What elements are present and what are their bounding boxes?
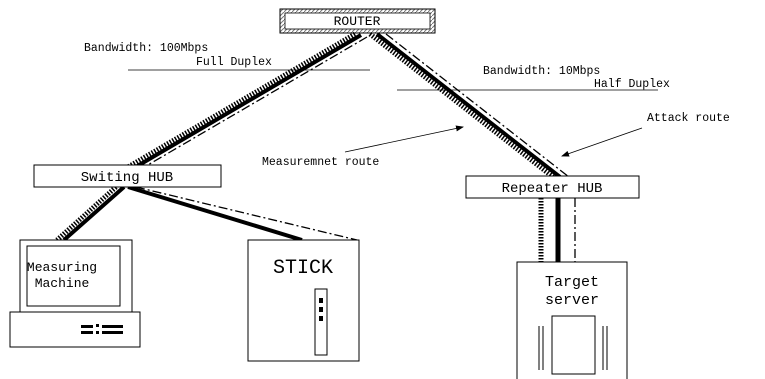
data-line	[377, 34, 560, 177]
measuring-machine-label-line1: Measuring	[27, 260, 97, 275]
link-router-repeater	[370, 34, 569, 177]
server-drive-bay	[552, 316, 595, 374]
link-switch-stick	[128, 187, 357, 240]
repeater-hub-node: Repeater HUB	[466, 176, 639, 198]
measurement-route-line	[370, 34, 553, 177]
stick-label: STICK	[273, 257, 333, 280]
measurement-route-arrow	[345, 127, 463, 152]
attack-route-callout: Attack route	[562, 112, 730, 156]
target-server-label-line2: server	[545, 292, 599, 309]
attack-route-line	[136, 187, 357, 240]
stick-node: STICK	[248, 240, 359, 361]
data-line	[128, 187, 302, 240]
right-bandwidth-text: Bandwidth: 10Mbps	[483, 65, 600, 78]
switching-hub-label: Switing HUB	[81, 170, 173, 186]
left-bandwidth-text: Bandwidth: 100Mbps	[84, 42, 208, 55]
repeater-hub-label: Repeater HUB	[502, 181, 603, 197]
measurement-route-label: Measuremnet route	[262, 156, 379, 169]
switching-hub-node: Switing HUB	[34, 165, 221, 187]
target-server-label-line1: Target	[545, 274, 599, 291]
computer-base	[10, 312, 140, 347]
attack-route-line	[386, 34, 569, 177]
attack-route-label: Attack route	[647, 112, 730, 125]
measuring-machine-label-line2: Machine	[35, 276, 90, 291]
link-switch-measuring	[57, 187, 124, 240]
measurement-route-callout: Measuremnet route	[262, 127, 463, 169]
measurement-route-line	[57, 187, 116, 240]
measuring-machine-node: Measuring Machine	[10, 240, 140, 347]
right-duplex-text: Half Duplex	[594, 78, 670, 91]
link-repeater-target	[541, 198, 575, 262]
indicator-lights-icon	[319, 298, 323, 321]
data-line	[64, 187, 124, 240]
left-duplex-text: Full Duplex	[196, 56, 272, 69]
target-server-node: Target server	[517, 262, 627, 379]
router-label: ROUTER	[334, 14, 381, 29]
router-node: ROUTER	[280, 9, 435, 33]
right-bandwidth-annotation: Bandwidth: 10Mbps Half Duplex	[397, 65, 670, 91]
attack-route-arrow	[562, 128, 642, 156]
